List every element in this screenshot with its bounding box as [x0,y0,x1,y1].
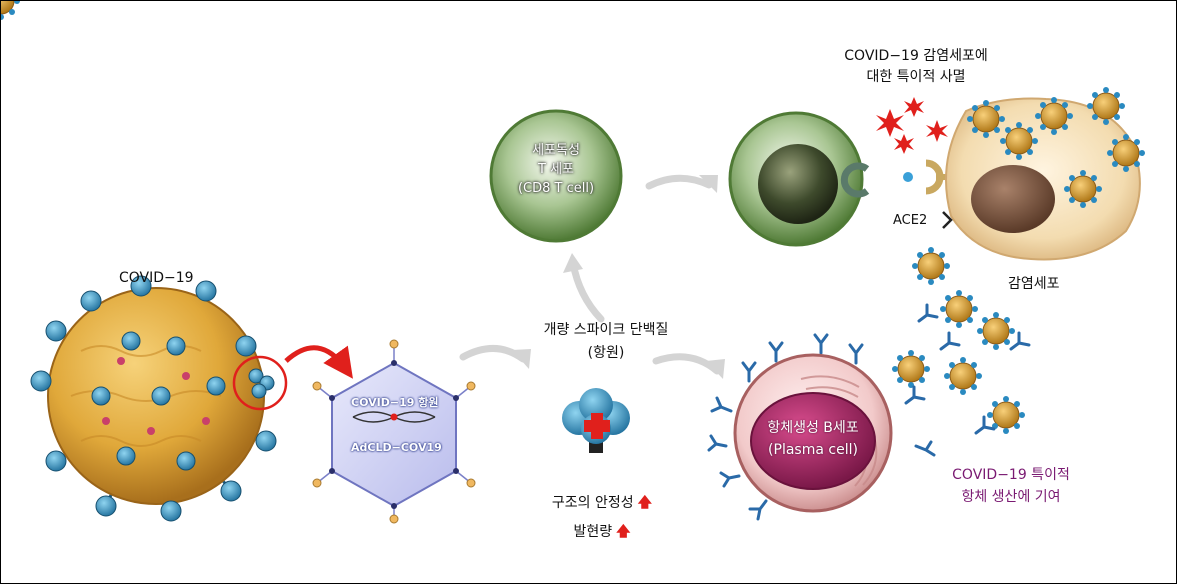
plasma-line1: 항체생성 B세포 [767,420,859,436]
stability-note: 구조의 안정성🡅 발현량🡅 [537,492,667,545]
antigen-title: 개량 스파이크 단백질 (항원) [526,319,686,362]
mini-virus-particles [1,1,1146,435]
tcell-line1: 세포독성 [532,143,580,158]
antibodies [707,303,1031,521]
killing-line2: 대한 특이적 사멸 [866,69,966,85]
adenovirus-vector-hexagon [312,339,476,524]
spike-protein-illustration [562,388,630,453]
red-curved-arrow [284,345,353,379]
antigen-line1: 개량 스파이크 단백질 [543,322,669,338]
plasma-b-cell [733,353,893,513]
antibody-line2: 항체 생산에 기여 [961,489,1061,505]
killing-label: COVID−19 감염세포에 대한 특이적 사멸 [816,46,1016,88]
plasma-line2: (Plasma cell) [768,442,858,458]
infected-cell [945,97,1141,261]
coronavirus-illustration [30,275,288,522]
spike-highlight-circle [232,355,288,411]
tcell-line3: (CD8 T cell) [517,181,595,196]
ace2-pointer [942,211,953,229]
stability-line1: 구조의 안정성 [551,495,634,511]
stability-line2: 발현량 [573,524,613,540]
virus-label: COVID−19 [119,270,194,286]
attacking-t-cell [728,111,953,247]
arrow-up-icon: 🡅 [637,495,653,511]
antibody-label: COVID−19 특이적 항체 생산에 기여 [926,464,1096,508]
arrow-up-icon: 🡅 [616,524,631,540]
antigen-line2: (항원) [587,345,625,361]
vector-antigen-label: COVID−19 항원 [351,396,439,409]
infected-cell-label: 감염세포 [1008,276,1060,292]
tcell-label: 세포독성 T 세포 (CD8 T cell) [506,141,606,198]
vector-name-label: AdCLD−COV19 [351,441,442,454]
plasma-cell-label: 항체생성 B세포 (Plasma cell) [753,417,873,461]
ace2-label: ACE2 [893,213,928,228]
cd8-t-cell [489,109,623,243]
antibody-line1: COVID−19 특이적 [952,467,1070,483]
tcell-line2: T 세포 [538,162,574,177]
killing-line1: COVID−19 감염세포에 [844,48,988,64]
